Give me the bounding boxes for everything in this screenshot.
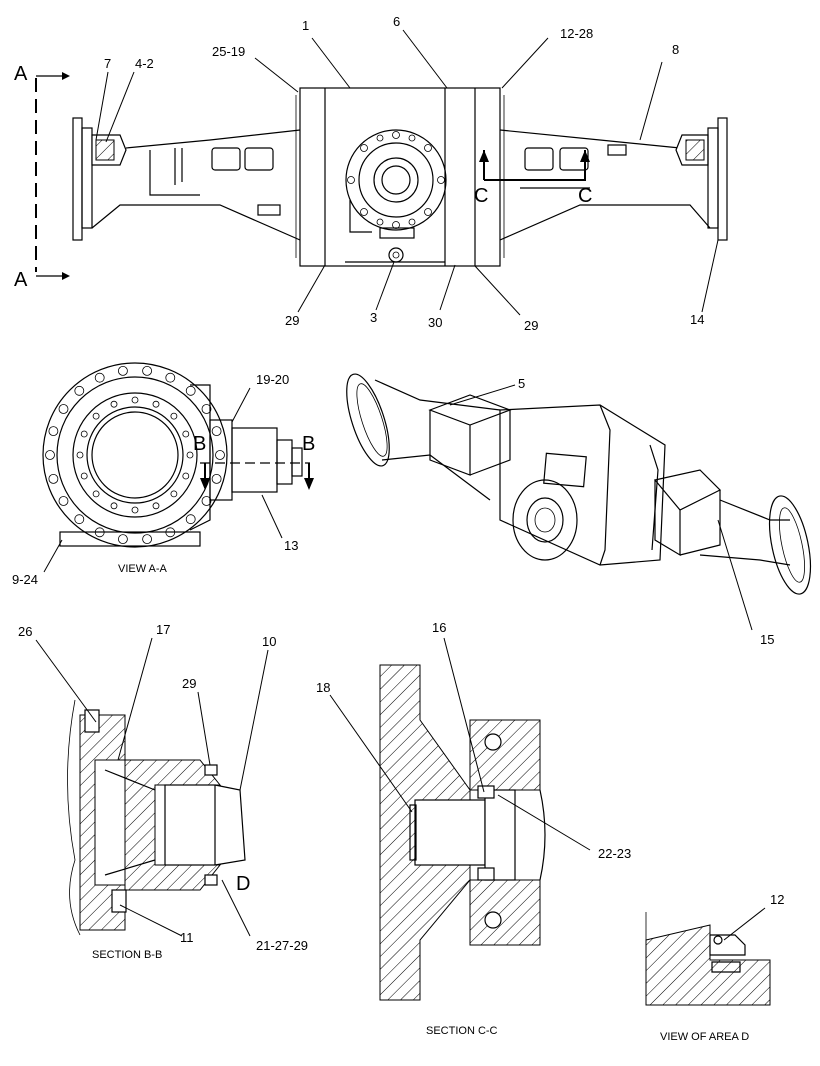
callout-29-section-b: 29 [182, 676, 196, 691]
section-mark-b-left: B [193, 433, 206, 455]
callout-12-area-d: 12 [770, 892, 784, 907]
callout-19-20: 19-20 [256, 372, 289, 387]
view-a-a [42, 362, 314, 573]
bolt-hole [48, 426, 59, 437]
section-mark-a-bottom: A [14, 269, 28, 291]
bolt-hole [185, 514, 196, 525]
bolt-hole [182, 472, 190, 480]
callout-9-24: 9-24 [12, 572, 38, 587]
callout-26: 26 [18, 624, 32, 639]
section-c-c [329, 637, 591, 1001]
bolt-hole [74, 385, 85, 396]
bolt-hole [94, 372, 105, 383]
right-flange [717, 117, 728, 241]
top-leaders [95, 29, 719, 316]
bolt-hole [201, 496, 212, 506]
bolt-hole [110, 400, 118, 408]
bolt-hole [152, 400, 160, 408]
callout-25-19: 25-19 [212, 44, 245, 59]
center-flange-bolts [347, 131, 445, 229]
inner-bolt-circle [76, 396, 194, 514]
bolt-hole [215, 450, 225, 460]
section-b-b [35, 637, 269, 937]
bolt-hole [118, 365, 128, 376]
bolt-hole [80, 430, 88, 438]
bolt-hole [92, 412, 100, 420]
caption-section-c-c: SECTION C-C [426, 1025, 498, 1037]
callout-8: 8 [672, 42, 679, 57]
bolt-hole [185, 385, 196, 396]
bolt-hole [45, 450, 55, 460]
callout-1: 1 [302, 18, 309, 33]
bolt-hole [76, 451, 84, 459]
callout-10: 10 [262, 634, 276, 649]
callout-29-right: 29 [524, 318, 538, 333]
section-mark-d: D [236, 873, 250, 895]
bolt-hole [211, 473, 222, 484]
callout-6: 6 [393, 14, 400, 29]
left-flange [72, 117, 83, 241]
callout-17: 17 [156, 622, 170, 637]
axle-isometric-view [346, 373, 812, 631]
callout-5: 5 [518, 376, 525, 391]
section-mark-a-top: A [14, 63, 28, 85]
callout-30: 30 [428, 315, 442, 330]
bolt-hole [165, 372, 176, 383]
callout-11: 11 [180, 930, 194, 945]
bolt-hole [110, 502, 118, 510]
bolt-hole [80, 472, 88, 480]
bolt-hole [142, 365, 153, 376]
bolt-hole [170, 412, 178, 420]
bolt-hole [182, 430, 190, 438]
section-mark-c-right: C [578, 185, 592, 207]
callout-15: 15 [760, 632, 774, 647]
callout-21-27-29: 21-27-29 [256, 938, 308, 953]
bolt-hole [92, 490, 100, 498]
caption-section-b-b: SECTION B-B [92, 949, 162, 961]
bolt-hole [170, 490, 178, 498]
callout-29-left: 29 [285, 313, 299, 328]
callout-13: 13 [284, 538, 298, 553]
caption-view-a-a: VIEW A-A [118, 563, 168, 575]
callout-12-28: 12-28 [560, 26, 593, 41]
callout-22-23: 22-23 [598, 846, 631, 861]
axle-top-view [35, 72, 728, 280]
bolt-hole [201, 404, 212, 414]
callout-4-2: 4-2 [135, 56, 154, 71]
center-housing [299, 87, 501, 267]
bolt-hole [58, 496, 69, 506]
section-mark-c-left: C [474, 185, 488, 207]
bolt-hole [58, 404, 69, 414]
bolt-hole [131, 396, 139, 404]
view-of-area-d [645, 907, 771, 1006]
callout-3: 3 [370, 310, 377, 325]
caption-view-of-area-d: VIEW OF AREA D [660, 1031, 749, 1043]
callout-16: 16 [432, 620, 446, 635]
bolt-hole [142, 534, 153, 544]
bolt-hole [118, 534, 128, 544]
bolt-hole [48, 473, 59, 484]
bolt-hole [152, 502, 160, 510]
callout-14: 14 [690, 312, 704, 327]
section-mark-b-right: B [302, 433, 315, 455]
callout-18: 18 [316, 680, 330, 695]
bolt-hole [211, 426, 222, 437]
callout-7: 7 [104, 56, 111, 71]
bolt-hole [131, 506, 139, 514]
bolt-hole [74, 514, 85, 525]
bolt-hole [186, 451, 194, 459]
